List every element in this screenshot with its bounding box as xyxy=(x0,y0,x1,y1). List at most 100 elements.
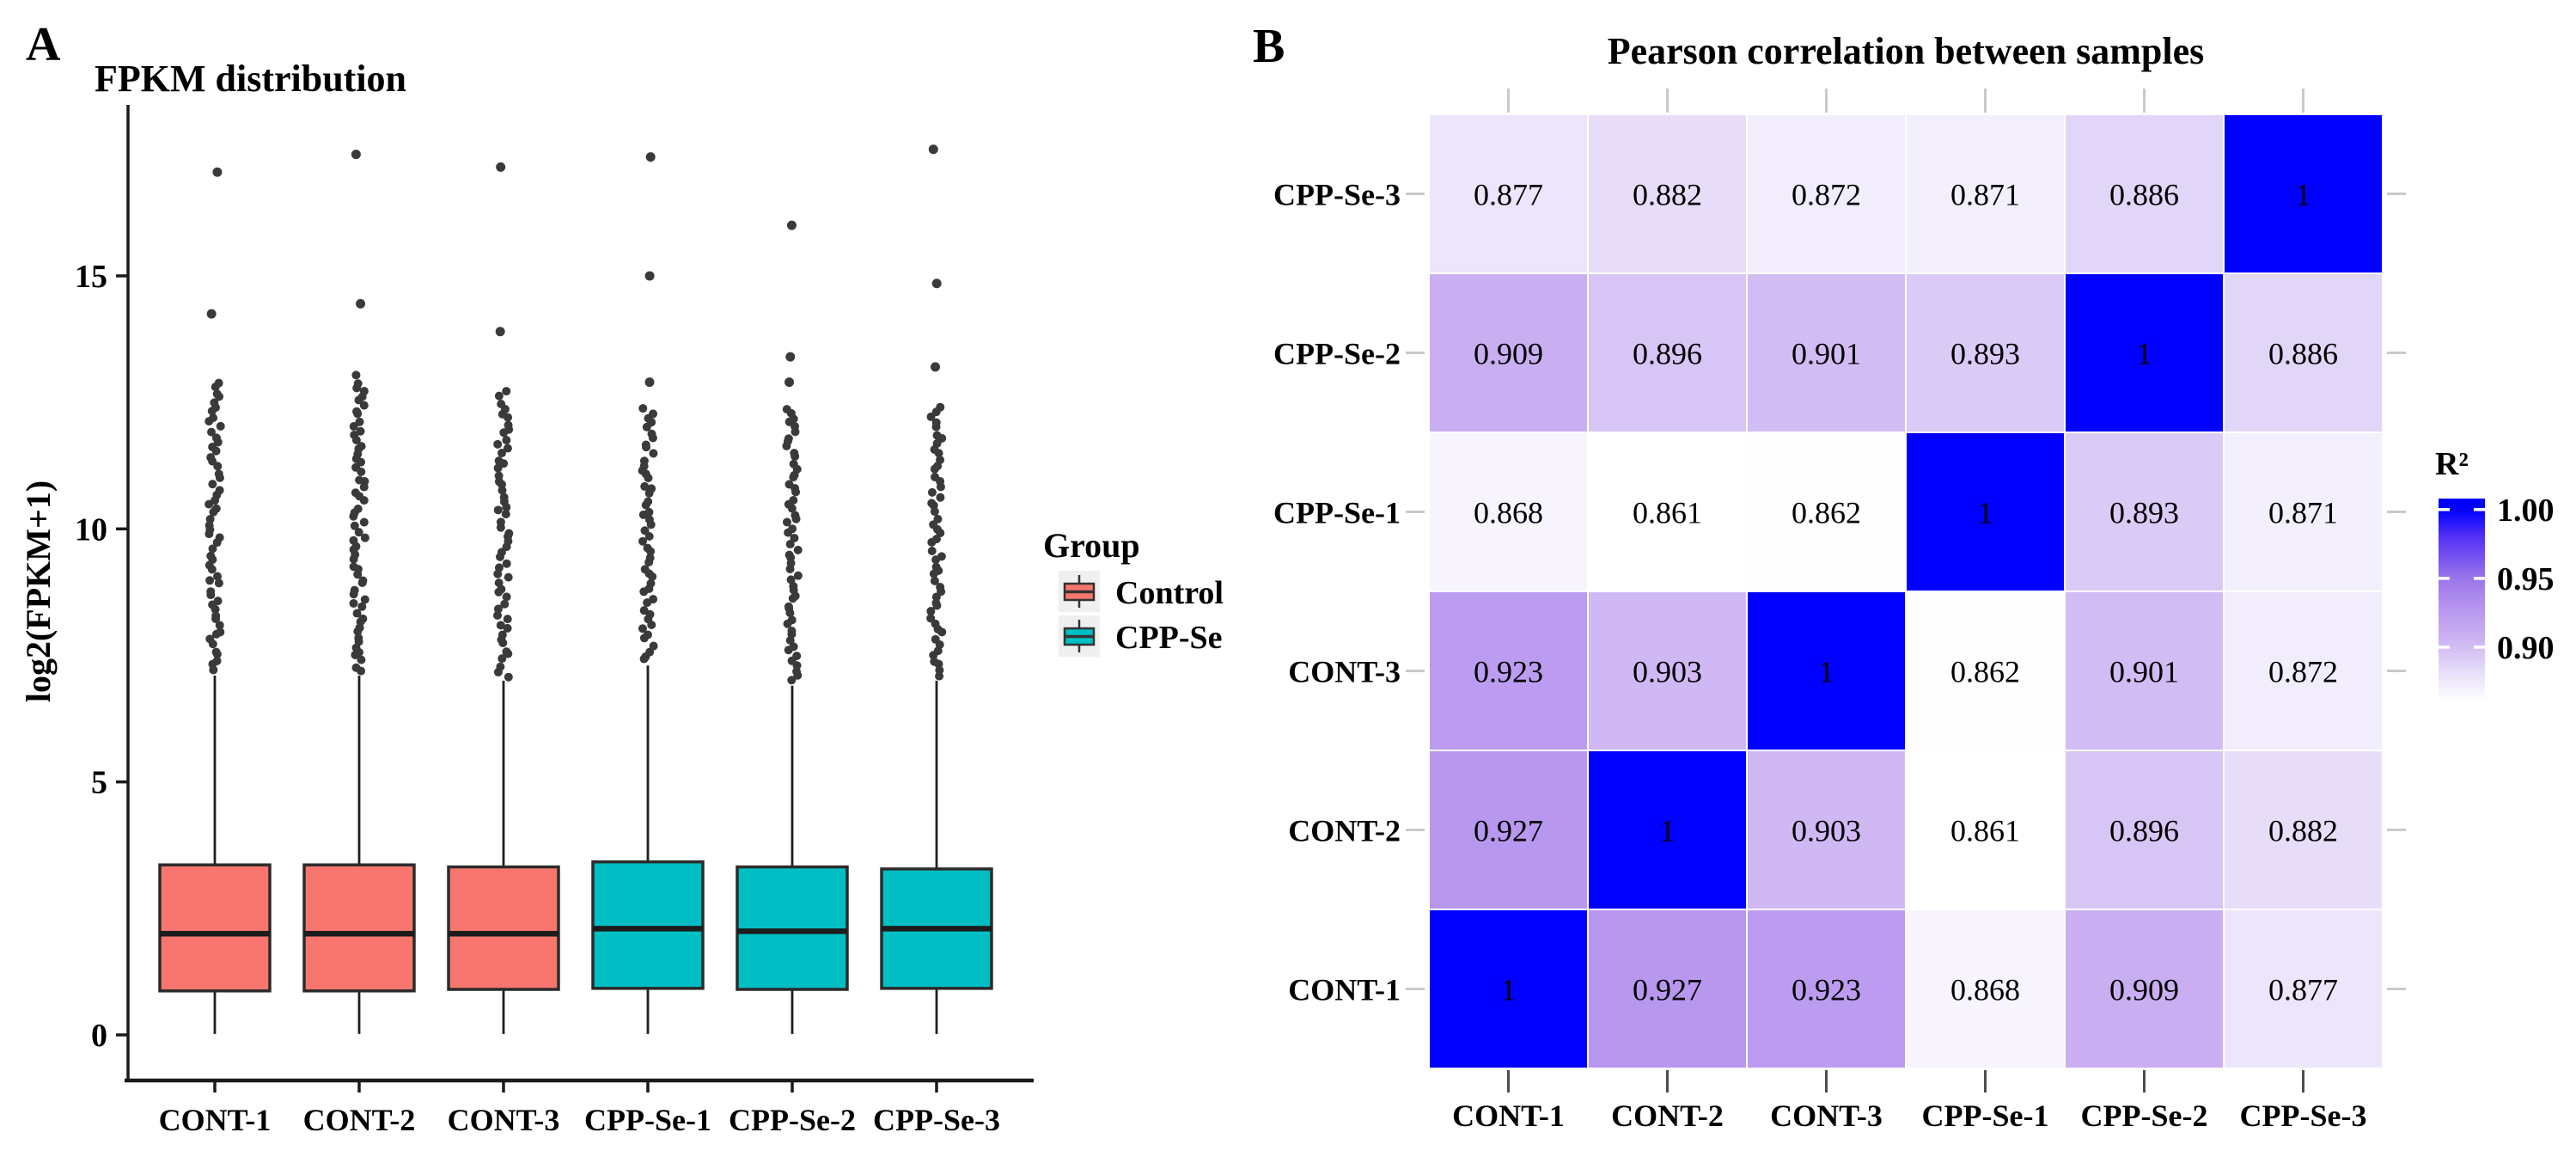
outlier-dot xyxy=(933,514,943,523)
outlier-dot xyxy=(927,499,937,508)
outlier-dot xyxy=(640,481,650,491)
outlier-dot xyxy=(494,456,504,466)
outlier-dot xyxy=(784,434,793,444)
outlier-dot xyxy=(504,529,514,538)
heatmap-col-label-CONT-3: CONT-3 xyxy=(1770,1099,1883,1133)
outlier-dot xyxy=(930,576,939,585)
outlier-dot xyxy=(350,521,359,530)
heatmap-cell-CPP-Se-1-CONT-1 xyxy=(1905,909,2066,1069)
outlier-dot xyxy=(649,641,658,651)
outlier-dot xyxy=(352,609,362,618)
heatmap-cell-CONT-1-CPP-Se-2 xyxy=(1428,272,1589,433)
outlier-dot xyxy=(358,614,368,623)
cell-value: 0.868 xyxy=(1474,496,1543,530)
outlier-dot xyxy=(214,469,223,479)
cell-value: 0.927 xyxy=(1633,973,1702,1007)
cell-value: 1 xyxy=(1660,814,1676,848)
extreme-outlier-dot xyxy=(212,167,223,177)
heatmap-cell-CPP-Se-3-CPP-Se-2 xyxy=(2223,272,2384,433)
outlier-dot xyxy=(351,370,361,380)
outlier-dot xyxy=(504,672,513,682)
heatmap-cell-CPP-Se-2-CONT-2 xyxy=(2064,750,2225,910)
cell-value: 0.862 xyxy=(1792,496,1861,530)
outlier-dot xyxy=(350,585,359,595)
cell-value: 0.861 xyxy=(1950,814,2020,848)
heatmap-cell-CONT-1-CPP-Se-1 xyxy=(1428,432,1589,592)
extreme-outlier-dot xyxy=(645,152,656,162)
box-CPP-Se-2 xyxy=(736,865,849,991)
outlier-dot xyxy=(787,626,797,635)
panel-a-title: FPKM distribution xyxy=(95,58,406,100)
outlier-dot xyxy=(215,486,224,495)
extreme-outlier-dot xyxy=(786,220,797,230)
outlier-dot xyxy=(784,550,794,560)
outlier-dot xyxy=(639,606,649,615)
outlier-dot xyxy=(354,634,363,643)
outlier-dot xyxy=(936,402,945,412)
outlier-dot xyxy=(494,563,504,572)
outlier-dot xyxy=(494,391,504,401)
outlier-dot xyxy=(493,439,503,449)
heatmap-cell-CPP-Se-2-CONT-1 xyxy=(2064,909,2225,1069)
legend-label-cpp-se: CPP-Se xyxy=(1115,620,1223,656)
outlier-dot xyxy=(357,655,366,664)
outlier-dot xyxy=(211,504,221,513)
heatmap-cell-CPP-Se-1-CPP-Se-3 xyxy=(1905,113,2066,274)
outlier-dot xyxy=(211,611,221,621)
outlier-dot xyxy=(496,662,505,671)
outlier-dot xyxy=(207,427,217,437)
heatmap-cell-CONT-2-CPP-Se-1 xyxy=(1587,432,1748,592)
outlier-dot xyxy=(497,654,507,664)
panel-b-title: Pearson correlation between samples xyxy=(1608,30,2205,72)
cell-value: 0.901 xyxy=(2109,655,2179,689)
outlier-dot xyxy=(493,505,503,515)
heatmap-cell-CPP-Se-3-CONT-3 xyxy=(2223,591,2384,751)
outlier-dot xyxy=(643,543,652,553)
cell-value: 0.877 xyxy=(2268,973,2338,1007)
outlier-dot xyxy=(649,449,658,458)
heatmap-col-label-CONT-1: CONT-1 xyxy=(1452,1099,1565,1133)
outlier-dot xyxy=(789,496,798,505)
outlier-dot xyxy=(493,610,503,620)
outlier-dot xyxy=(208,443,217,452)
outlier-dot xyxy=(503,615,512,624)
outlier-dot xyxy=(793,545,803,554)
heatmap-cell-CONT-3-CONT-1 xyxy=(1746,909,1907,1069)
cell-value: 1 xyxy=(1501,973,1517,1007)
outlier-dot xyxy=(208,544,217,554)
heatmap-cell-CPP-Se-2-CONT-3 xyxy=(2064,591,2225,751)
outlier-dot xyxy=(205,515,215,524)
extreme-outlier-dot xyxy=(206,309,217,319)
outlier-dot xyxy=(205,576,215,585)
outlier-dot xyxy=(926,614,936,623)
cell-value: 0.923 xyxy=(1792,973,1861,1007)
heatmap-cell-CPP-Se-2-CPP-Se-2 xyxy=(2064,272,2225,433)
outlier-dot xyxy=(496,621,505,630)
extreme-outlier-dot xyxy=(931,362,941,372)
outlier-dot xyxy=(792,652,802,661)
outlier-dot xyxy=(355,475,364,485)
outlier-dot xyxy=(349,536,358,545)
heatmap-cell-CONT-1-CPP-Se-3 xyxy=(1428,113,1589,274)
heatmap-cell-CPP-Se-3-CPP-Se-1 xyxy=(2223,432,2384,592)
x-category-label-CPP-Se-3: CPP-Se-3 xyxy=(873,1103,1000,1137)
outlier-dot xyxy=(790,533,799,542)
box-CONT-1 xyxy=(158,863,272,993)
outlier-dot xyxy=(497,399,506,408)
outlier-dot xyxy=(790,449,799,458)
outlier-dot xyxy=(504,572,513,582)
heatmap-cell-CPP-Se-2-CPP-Se-3 xyxy=(2064,113,2225,274)
outlier-dot xyxy=(789,642,798,652)
heatmap-cell-CPP-Se-1-CONT-2 xyxy=(1905,750,2066,910)
outlier-dot xyxy=(352,407,362,416)
outlier-dot xyxy=(927,487,937,497)
outlier-dot xyxy=(931,634,940,644)
outlier-dot xyxy=(789,581,798,591)
colorbar-tick-label: 0.95 xyxy=(2497,561,2555,597)
cell-value: 0.923 xyxy=(1474,655,1543,689)
outlier-dot xyxy=(793,571,803,580)
outlier-dot xyxy=(788,524,797,534)
outlier-dot xyxy=(931,562,941,572)
x-category-label-CPP-Se-1: CPP-Se-1 xyxy=(584,1103,711,1137)
